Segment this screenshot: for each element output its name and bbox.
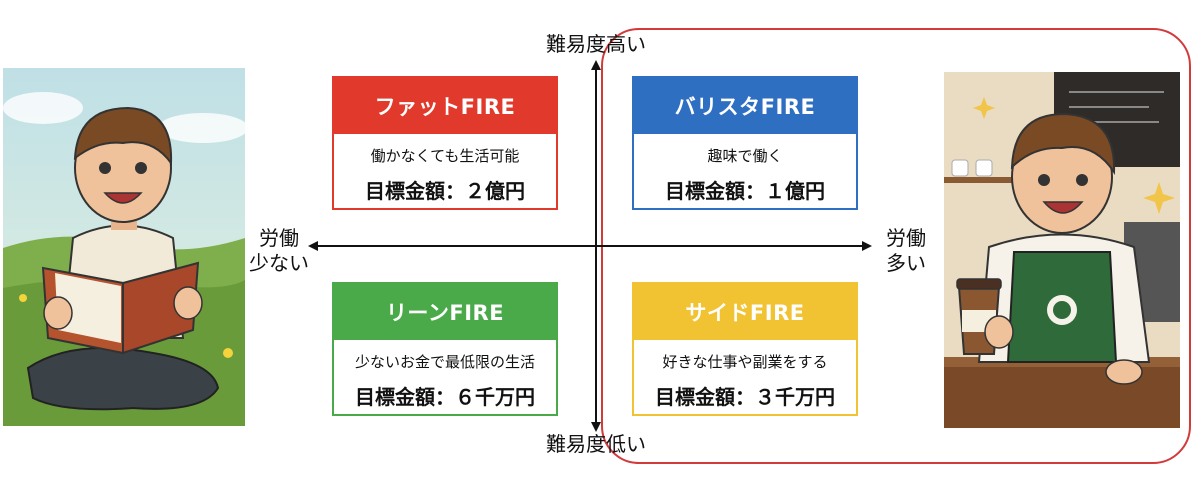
axis-left-line1: 労働	[259, 226, 299, 250]
card-lean-fire-goal: 目標金額：６千万円	[355, 385, 535, 409]
card-fat-fire-goal: 目標金額：２億円	[365, 179, 525, 203]
axis-right-line1: 労働	[886, 226, 926, 250]
card-side-fire-desc: 好きな仕事や副業をする	[662, 353, 828, 371]
axis-right-line2: 多い	[886, 251, 926, 275]
card-barista-fire-title: バリスタFIRE	[634, 78, 856, 134]
axis-bottom-label: 難易度低い	[546, 432, 646, 456]
card-side-fire-title: サイドFIRE	[634, 284, 856, 340]
axis-right-label: 労働 多い	[878, 226, 934, 276]
axis-top-label: 難易度高い	[546, 32, 646, 56]
card-side-fire: サイドFIRE 好きな仕事や副業をする 目標金額：３千万円	[632, 282, 858, 416]
card-fat-fire-desc: 働かなくても生活可能	[370, 147, 520, 165]
barista-illustration	[944, 72, 1180, 428]
card-lean-fire-desc: 少ないお金で最低限の生活	[354, 353, 535, 371]
card-side-fire-goal: 目標金額：３千万円	[655, 385, 835, 409]
axis-left-label: 労働 少ない	[246, 226, 312, 276]
card-lean-fire: リーンFIRE 少ないお金で最低限の生活 目標金額：６千万円	[332, 282, 558, 416]
card-barista-fire-desc: 趣味で働く	[707, 147, 783, 165]
reading-man-illustration	[3, 68, 245, 426]
card-fat-fire: ファットFIRE 働かなくても生活可能 目標金額：２億円	[332, 76, 558, 210]
axis-left-line2: 少ない	[249, 251, 309, 275]
card-barista-fire: バリスタFIRE 趣味で働く 目標金額：１億円	[632, 76, 858, 210]
card-lean-fire-title: リーンFIRE	[334, 284, 556, 340]
card-fat-fire-title: ファットFIRE	[334, 78, 556, 134]
card-barista-fire-goal: 目標金額：１億円	[665, 179, 825, 203]
